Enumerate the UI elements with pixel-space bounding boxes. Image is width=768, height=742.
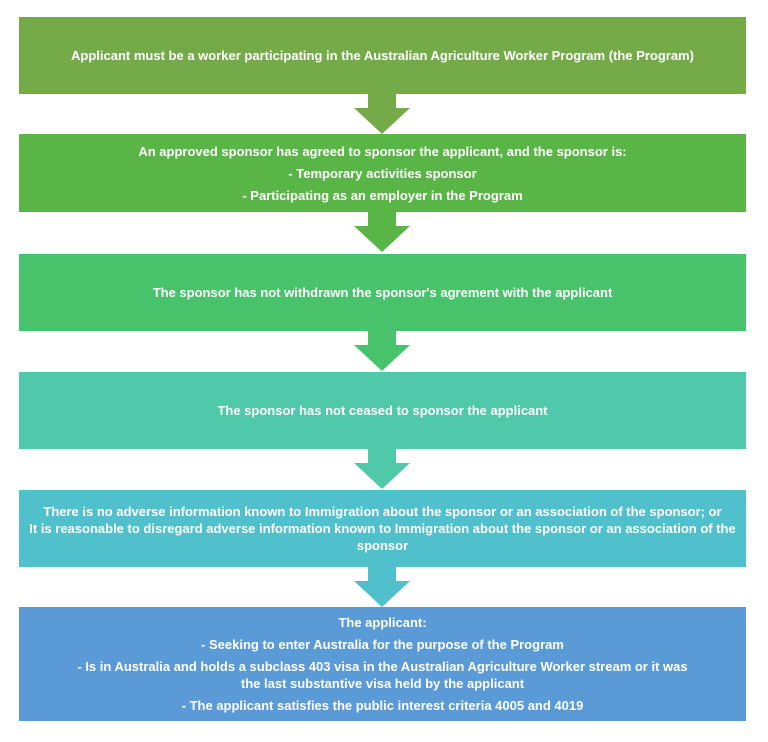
step-6-line-4: - The applicant satisfies the public int… <box>181 698 584 713</box>
step-5-line-2: It is reasonable to disregard adverse in… <box>29 521 736 553</box>
step-3-text: The sponsor has not withdrawn the sponso… <box>152 285 613 300</box>
step-1-box: Applicant must be a worker participating… <box>19 17 746 94</box>
arrow-down-icon <box>354 94 410 134</box>
arrow-down-icon <box>354 567 410 607</box>
step-5-line-1: There is no adverse information known to… <box>43 504 722 519</box>
step-2-line-1: An approved sponsor has agreed to sponso… <box>138 143 627 159</box>
step-3-box: The sponsor has not withdrawn the sponso… <box>19 254 746 331</box>
step-6-line-2: - Seeking to enter Australia for the pur… <box>201 637 564 652</box>
step-2-line-2: - Temporary activities sponsor <box>288 165 477 181</box>
step-6-line-3: - Is in Australia and holds a subclass 4… <box>77 659 688 691</box>
arrow-down-icon <box>354 449 410 489</box>
arrow-down-icon <box>354 331 410 371</box>
step-6-box: The applicant: - Seeking to enter Austra… <box>19 607 746 721</box>
step-2-line-3: - Participating as an employer in the Pr… <box>242 187 523 203</box>
step-1-text: Applicant must be a worker participating… <box>71 48 694 63</box>
step-4-box: The sponsor has not ceased to sponsor th… <box>19 372 746 449</box>
step-2-box: An approved sponsor has agreed to sponso… <box>19 134 746 212</box>
step-6-line-1: The applicant: <box>338 615 427 630</box>
step-4-text: The sponsor has not ceased to sponsor th… <box>217 403 548 418</box>
step-5-box: There is no adverse information known to… <box>19 490 746 567</box>
arrow-down-icon <box>354 212 410 252</box>
